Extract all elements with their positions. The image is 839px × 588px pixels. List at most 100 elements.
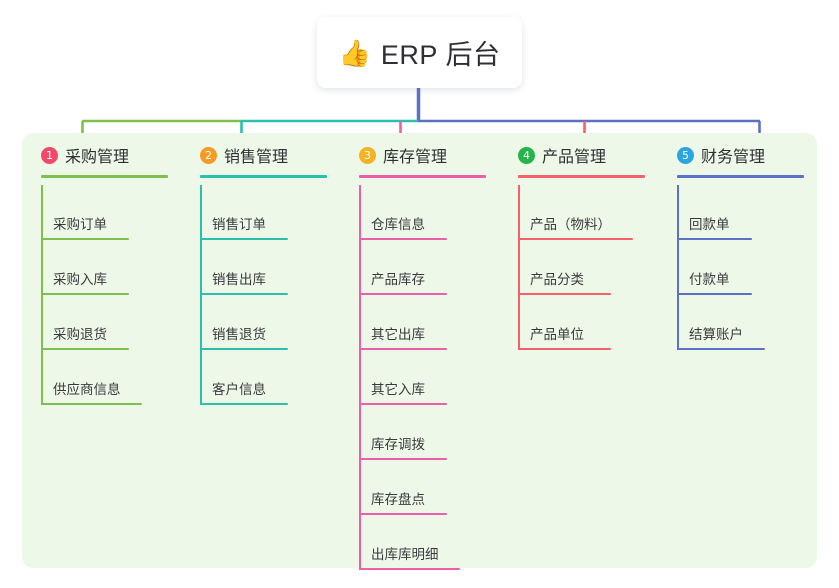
list-item[interactable]: 出库库明细 xyxy=(359,515,519,570)
list-item-label: 回款单 xyxy=(689,217,730,232)
column-item-list: 采购订单采购入库采购退货供应商信息 xyxy=(41,185,201,405)
column-1: 1 采购管理采购订单采购入库采购退货供应商信息 xyxy=(41,133,201,405)
list-item[interactable]: 其它出库 xyxy=(359,295,519,350)
list-item-label: 结算账户 xyxy=(689,327,743,342)
list-item-label: 采购入库 xyxy=(53,272,107,287)
list-item-underline xyxy=(41,403,142,405)
column-header[interactable]: 3 库存管理 xyxy=(359,133,519,177)
list-item[interactable]: 付款单 xyxy=(677,240,837,295)
list-item[interactable]: 产品分类 xyxy=(518,240,678,295)
thumbs-up-icon: 👍 xyxy=(338,37,371,68)
content-panel xyxy=(22,133,817,568)
column-title: 销售管理 xyxy=(224,149,289,166)
list-item-label: 供应商信息 xyxy=(53,382,121,397)
column-badge-icon: 1 xyxy=(41,146,58,164)
list-item[interactable]: 销售出库 xyxy=(200,240,360,295)
list-item-label: 销售订单 xyxy=(212,217,266,232)
list-item[interactable]: 销售订单 xyxy=(200,185,360,240)
list-item-underline xyxy=(200,403,288,405)
list-item-label: 其它出库 xyxy=(371,327,425,342)
column-spine xyxy=(359,185,361,570)
column-underline xyxy=(200,175,327,178)
list-item-label: 出库库明细 xyxy=(371,547,439,562)
column-title: 库存管理 xyxy=(383,149,448,166)
list-item-label: 付款单 xyxy=(689,272,730,287)
list-item-underline xyxy=(359,513,447,515)
list-item[interactable]: 供应商信息 xyxy=(41,350,201,405)
column-item-list: 仓库信息产品库存其它出库其它入库库存调拨库存盘点出库库明细 xyxy=(359,185,519,570)
list-item-underline xyxy=(677,238,752,240)
column-underline xyxy=(41,175,168,178)
column-3: 3 库存管理仓库信息产品库存其它出库其它入库库存调拨库存盘点出库库明细 xyxy=(359,133,519,570)
column-badge-icon: 4 xyxy=(518,146,535,164)
column-spine xyxy=(677,185,679,350)
list-item[interactable]: 库存调拨 xyxy=(359,405,519,460)
list-item[interactable]: 客户信息 xyxy=(200,350,360,405)
column-4: 4 产品管理产品（物料） 产品分类产品单位 xyxy=(518,133,678,350)
column-title: 财务管理 xyxy=(701,149,766,166)
list-item[interactable]: 回款单 xyxy=(677,185,837,240)
list-item-underline xyxy=(200,238,288,240)
column-spine xyxy=(41,185,43,405)
list-item[interactable]: 销售退货 xyxy=(200,295,360,350)
column-header[interactable]: 5 财务管理 xyxy=(677,133,837,177)
list-item[interactable]: 仓库信息 xyxy=(359,185,519,240)
column-item-list: 回款单付款单结算账户 xyxy=(677,185,837,350)
column-header[interactable]: 1 采购管理 xyxy=(41,133,201,177)
list-item[interactable]: 结算账户 xyxy=(677,295,837,350)
list-item-label: 采购退货 xyxy=(53,327,107,342)
list-item-underline xyxy=(359,403,447,405)
list-item-label: 其它入库 xyxy=(371,382,425,397)
list-item-underline xyxy=(200,348,288,350)
list-item[interactable]: 其它入库 xyxy=(359,350,519,405)
column-badge-icon: 3 xyxy=(359,146,376,164)
column-spine xyxy=(200,185,202,405)
column-title: 采购管理 xyxy=(65,149,130,166)
list-item-underline xyxy=(518,238,633,240)
list-item-underline xyxy=(359,238,447,240)
list-item-underline xyxy=(359,568,460,570)
list-item-label: 客户信息 xyxy=(212,382,266,397)
list-item-underline xyxy=(359,348,447,350)
column-item-list: 产品（物料） 产品分类产品单位 xyxy=(518,185,678,350)
list-item-label: 产品库存 xyxy=(371,272,425,287)
list-item-label: 库存调拨 xyxy=(371,437,425,452)
list-item[interactable]: 采购订单 xyxy=(41,185,201,240)
column-item-list: 销售订单销售出库销售退货客户信息 xyxy=(200,185,360,405)
list-item[interactable]: 产品库存 xyxy=(359,240,519,295)
list-item[interactable]: 产品单位 xyxy=(518,295,678,350)
list-item[interactable]: 库存盘点 xyxy=(359,460,519,515)
column-badge-icon: 5 xyxy=(677,146,694,164)
list-item-label: 仓库信息 xyxy=(371,217,425,232)
list-item[interactable]: 采购入库 xyxy=(41,240,201,295)
column-5: 5 财务管理回款单付款单结算账户 xyxy=(677,133,837,350)
list-item-label: 采购订单 xyxy=(53,217,107,232)
list-item[interactable]: 产品（物料） xyxy=(518,185,678,240)
column-underline xyxy=(518,175,645,178)
column-underline xyxy=(359,175,486,178)
list-item-label: 销售退货 xyxy=(212,327,266,342)
column-spine xyxy=(518,185,520,350)
list-item[interactable]: 采购退货 xyxy=(41,295,201,350)
list-item-label: 库存盘点 xyxy=(371,492,425,507)
list-item-underline xyxy=(518,348,611,350)
list-item-underline xyxy=(518,293,611,295)
list-item-underline xyxy=(677,293,752,295)
column-header[interactable]: 4 产品管理 xyxy=(518,133,678,177)
list-item-underline xyxy=(359,293,447,295)
list-item-underline xyxy=(41,348,129,350)
column-underline xyxy=(677,175,804,178)
list-item-underline xyxy=(200,293,288,295)
list-item-label: 产品（物料） xyxy=(530,217,611,232)
list-item-underline xyxy=(41,293,129,295)
list-item-label: 产品单位 xyxy=(530,327,584,342)
list-item-underline xyxy=(677,348,765,350)
root-node[interactable]: 👍 ERP 后台 xyxy=(317,17,522,88)
column-title: 产品管理 xyxy=(542,149,607,166)
list-item-label: 销售出库 xyxy=(212,272,266,287)
root-node-title: ERP 后台 xyxy=(380,40,501,70)
